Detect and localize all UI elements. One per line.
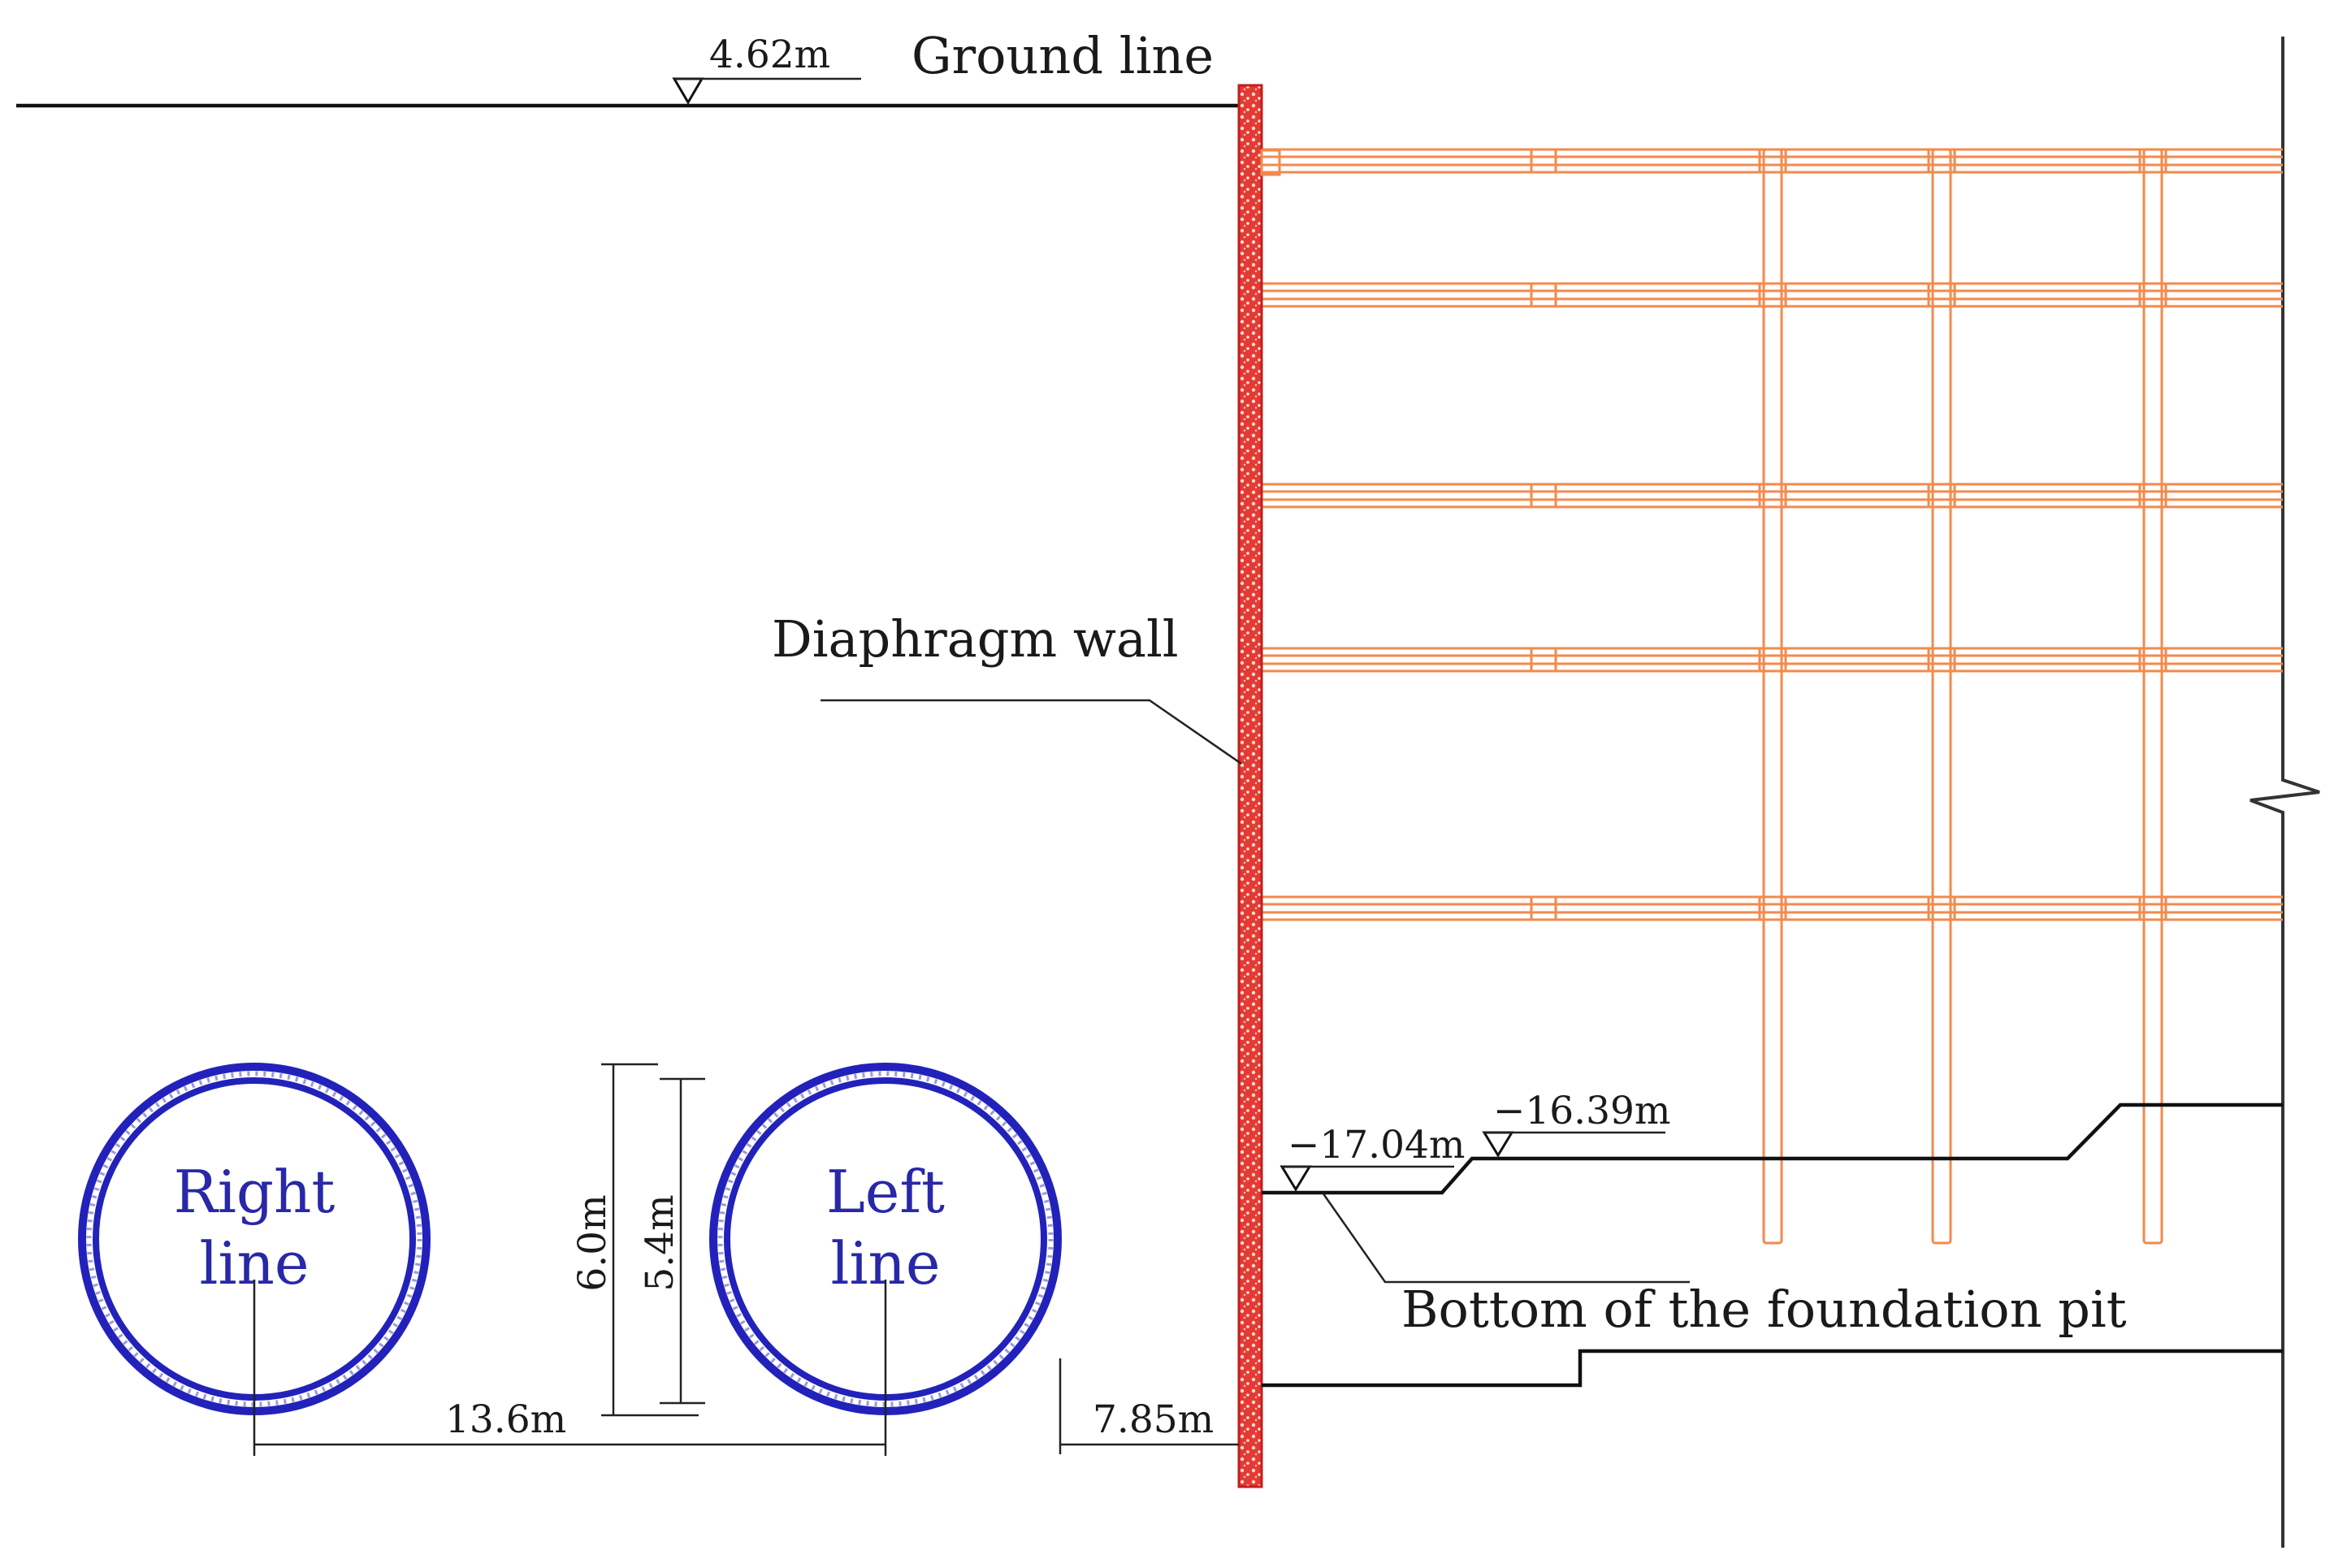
column-2 — [1931, 148, 1952, 1245]
column-1-node — [1758, 483, 1787, 509]
diaphragm-wall-label: Diaphragm wall — [772, 609, 1179, 669]
diaphragm-wall-leader — [821, 699, 1242, 765]
pit-level-marker-2 — [1482, 1131, 1665, 1158]
inner-diameter-label: 5.4m — [638, 1194, 682, 1291]
right-boundary-line — [2250, 37, 2320, 1548]
column-1-node — [1758, 282, 1787, 308]
column-3-node — [2138, 483, 2167, 509]
lower-profile-line — [1262, 1349, 2283, 1388]
column-2-node — [1927, 282, 1956, 308]
column-1 — [1762, 148, 1783, 1245]
inner-diameter-dimension — [660, 1077, 705, 1405]
column-3 — [2142, 148, 2163, 1245]
column-1-node — [1758, 647, 1787, 673]
diaphragm-wall — [1237, 84, 1263, 1488]
column-1-node — [1758, 895, 1787, 921]
tunnel-spacing-label: 13.6m — [445, 1397, 566, 1442]
ground-line-label: Ground line — [912, 26, 1214, 85]
pit-bottom-label: Bottom of the foundation pit — [1401, 1280, 2127, 1339]
pit-bottom-profile — [1262, 1102, 2283, 1195]
outer-diameter-dimension — [601, 1063, 699, 1417]
column-1-node — [1758, 148, 1787, 174]
wall-clearance-dimension — [1059, 1358, 1239, 1454]
column-2-node — [1927, 148, 1956, 174]
column-3-node — [2138, 282, 2167, 308]
internal-strut-system — [1262, 148, 2283, 1245]
column-2-node — [1927, 647, 1956, 673]
pit-bottom-leader — [1321, 1192, 1690, 1284]
column-3-node — [2138, 148, 2167, 174]
pit-level-marker-1 — [1280, 1165, 1454, 1192]
ground-level-label: 4.62m — [709, 32, 830, 77]
column-3-node — [2138, 647, 2167, 673]
right-line-label-1: Right — [174, 1158, 336, 1226]
top-beam-block — [1260, 149, 1281, 176]
column-2-node — [1927, 895, 1956, 921]
column-3-node — [2138, 895, 2167, 921]
wall-clearance-label: 7.85m — [1093, 1397, 1214, 1442]
column-2-node — [1927, 483, 1956, 509]
pit-level-label-2: −16.39m — [1493, 1089, 1671, 1133]
ground-level-marker — [672, 77, 861, 105]
outer-diameter-label: 6.0m — [570, 1194, 615, 1291]
left-line-label-1: Left — [826, 1158, 945, 1226]
pit-level-label-1: −17.04m — [1288, 1123, 1466, 1167]
